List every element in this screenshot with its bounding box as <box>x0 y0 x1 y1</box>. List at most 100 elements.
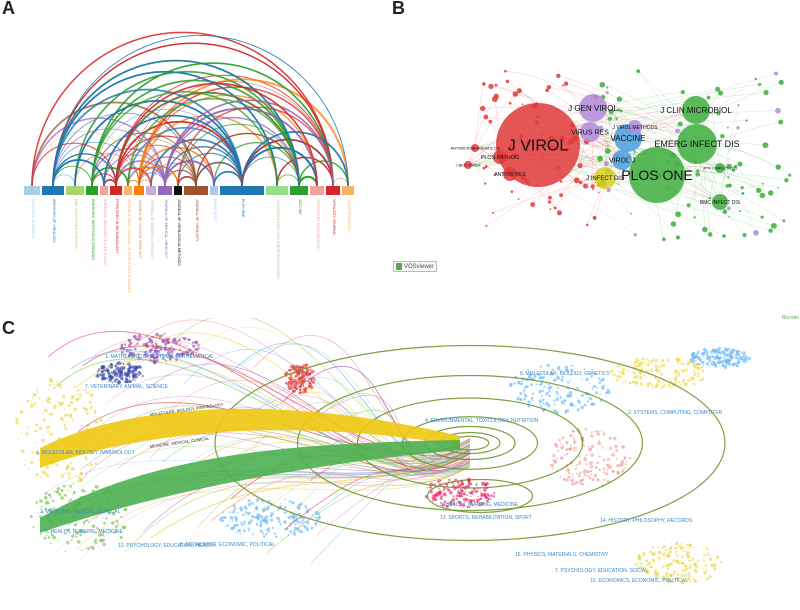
journal-dot <box>446 505 449 508</box>
journal-dot <box>468 481 470 484</box>
journal-dot <box>600 445 602 447</box>
journal-node <box>778 79 784 85</box>
journal-dot <box>696 351 700 355</box>
journal-dot <box>693 578 696 581</box>
journal-dot <box>572 437 576 440</box>
journal-node <box>754 77 758 81</box>
journal-dot <box>153 349 157 352</box>
journal-dot <box>479 497 482 501</box>
journal-dot <box>168 357 172 361</box>
journal-dot <box>598 455 601 458</box>
journal-dot <box>529 372 533 377</box>
journal-dot <box>453 499 456 501</box>
journal-dot <box>548 394 552 398</box>
journal-dot <box>657 369 662 373</box>
journal-dot <box>303 515 306 517</box>
journal-dot <box>657 551 660 554</box>
journal-dot <box>284 498 287 501</box>
journal-dot <box>612 436 617 441</box>
journal-dot <box>71 395 75 399</box>
cluster-label: 8. MOLECULAR, BIOLOGY, GENETICS <box>520 371 610 377</box>
journal-dot <box>621 445 624 449</box>
journal-dot <box>57 539 59 541</box>
journal-dot <box>80 424 83 427</box>
journal-dot <box>234 517 238 521</box>
journal-dot <box>78 393 82 397</box>
journal-dot <box>66 528 70 532</box>
journal-dot <box>678 544 681 546</box>
journal-dot <box>639 565 643 569</box>
journal-dot <box>583 472 586 475</box>
journal-bar <box>310 186 324 195</box>
journal-dot <box>566 397 568 399</box>
journal-dot <box>679 363 681 365</box>
journal-dot <box>634 373 636 375</box>
journal-dot <box>64 532 67 535</box>
citation-arc <box>103 114 243 187</box>
journal-node <box>510 190 514 194</box>
journal-dot <box>737 358 741 362</box>
vosviewer-badge-label: VOSviewer <box>403 263 434 270</box>
journal-dot <box>623 455 625 457</box>
journal-dot <box>49 433 51 436</box>
journal-dot <box>725 364 728 367</box>
journal-dot <box>466 484 470 488</box>
journal-dot <box>31 451 35 454</box>
journal-dot <box>615 457 618 460</box>
journal-dot <box>493 494 495 496</box>
journal-node <box>488 119 493 124</box>
journal-dot <box>85 490 87 493</box>
journal-bar <box>342 186 354 195</box>
journal-dot <box>60 417 62 419</box>
journal-node-label: J VIROL <box>508 138 569 155</box>
journal-dot <box>649 360 653 364</box>
journal-dot <box>676 577 678 580</box>
journal-dot <box>242 520 246 524</box>
citation-arc <box>91 132 197 187</box>
journal-node <box>737 161 743 167</box>
journal-dot <box>100 532 104 537</box>
journal-dot <box>681 362 685 366</box>
journal-dot <box>723 347 728 351</box>
journal-dot <box>266 505 269 508</box>
journal-dot <box>539 365 542 368</box>
journal-dot <box>115 365 117 367</box>
panel-b-letter: B <box>392 0 405 18</box>
journal-dot <box>298 391 302 394</box>
journal-dot <box>591 478 595 482</box>
journal-node <box>682 96 710 124</box>
journal-dot <box>685 573 688 576</box>
journal-dot <box>609 475 611 478</box>
journal-dot <box>583 457 588 462</box>
journal-dot <box>703 571 707 575</box>
journal-dot <box>606 390 611 395</box>
journal-dot <box>654 358 659 363</box>
journal-node <box>759 192 766 199</box>
journal-node <box>464 161 472 169</box>
journal-dot <box>235 531 237 534</box>
journal-dot <box>643 566 646 569</box>
journal-node <box>606 187 611 193</box>
journal-dot <box>20 441 22 443</box>
journal-dot <box>79 472 83 476</box>
journal-dot <box>591 387 594 390</box>
journal-dot <box>237 512 239 514</box>
journal-dot <box>624 467 627 469</box>
journal-dot <box>41 400 44 402</box>
journal-dot <box>687 574 691 578</box>
journal-bar <box>100 186 108 195</box>
journal-dot <box>622 382 625 385</box>
journal-dot <box>698 376 700 378</box>
journal-dot <box>667 383 671 387</box>
journal-dot <box>697 373 700 376</box>
citation-curve <box>80 458 471 559</box>
journal-dot <box>537 373 541 376</box>
journal-dot <box>693 568 697 572</box>
journal-dot <box>650 566 653 569</box>
journal-dot <box>565 478 569 482</box>
journal-dot <box>707 361 709 363</box>
journal-dot <box>590 473 592 476</box>
journal-dot <box>615 378 619 382</box>
journal-dot <box>670 380 673 382</box>
journal-dot <box>598 381 602 384</box>
